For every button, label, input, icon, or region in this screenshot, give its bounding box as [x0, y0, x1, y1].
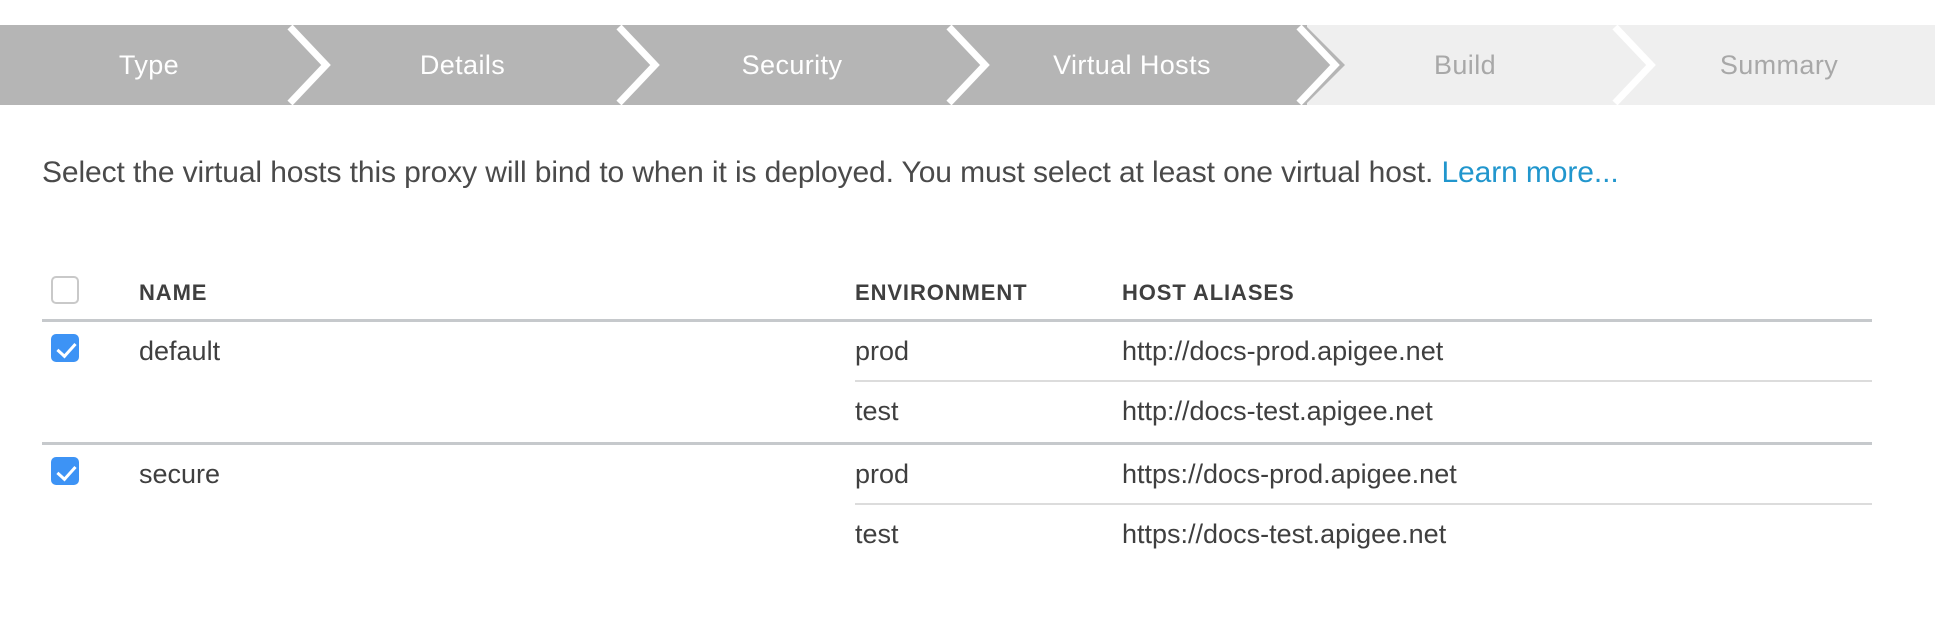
wizard-step-type[interactable]: Type — [0, 25, 331, 105]
table-header-divider — [42, 319, 1872, 322]
row-checkbox[interactable] — [51, 334, 79, 362]
cell-environment: test — [855, 519, 899, 549]
wizard-step-label: Summary — [1719, 49, 1839, 80]
cell-name: secure — [139, 459, 221, 489]
sub-row-divider — [855, 380, 1872, 382]
virtual-host-group: default prod http://docs-prod.apigee.net… — [42, 322, 1872, 442]
learn-more-link[interactable]: Learn more... — [1441, 156, 1619, 189]
virtual-host-group: secure prod https://docs-prod.apigee.net… — [42, 445, 1872, 565]
column-header-name: NAME — [139, 280, 208, 305]
column-header-host-aliases: HOST ALIASES — [1122, 280, 1295, 305]
cell-host-alias: http://docs-prod.apigee.net — [1122, 336, 1444, 366]
sub-row-divider — [855, 503, 1872, 505]
table-row[interactable]: test http://docs-test.apigee.net — [42, 382, 1872, 442]
wizard-step-label: Virtual Hosts — [1053, 49, 1211, 80]
cell-environment: prod — [855, 336, 910, 366]
row-checkbox[interactable] — [51, 457, 79, 485]
cell-host-alias: https://docs-prod.apigee.net — [1122, 459, 1457, 489]
cell-environment: test — [855, 396, 899, 426]
cell-host-alias: http://docs-test.apigee.net — [1122, 396, 1433, 426]
table-row[interactable]: default prod http://docs-prod.apigee.net — [42, 322, 1872, 382]
page-description: Select the virtual hosts this proxy will… — [42, 156, 1619, 190]
wizard-step-build[interactable]: Build — [1307, 25, 1656, 105]
description-text: Select the virtual hosts this proxy will… — [42, 156, 1442, 189]
table-header-row: NAME ENVIRONMENT HOST ALIASES — [42, 266, 1872, 319]
virtual-hosts-table: NAME ENVIRONMENT HOST ALIASES default pr… — [42, 266, 1872, 565]
wizard-step-virtual-hosts[interactable]: Virtual Hosts — [957, 25, 1345, 105]
wizard-step-details[interactable]: Details — [298, 25, 660, 105]
wizard-step-label: Build — [1433, 49, 1497, 80]
wizard-step-summary[interactable]: Summary — [1623, 25, 1935, 105]
table-row[interactable]: secure prod https://docs-prod.apigee.net — [42, 445, 1872, 505]
column-header-environment: ENVIRONMENT — [855, 280, 1028, 305]
cell-environment: prod — [855, 459, 910, 489]
table-group-divider — [42, 442, 1872, 445]
wizard-step-label: Type — [118, 49, 180, 80]
wizard-step-label: Details — [419, 49, 506, 80]
cell-name: default — [139, 336, 221, 366]
cell-host-alias: https://docs-test.apigee.net — [1122, 519, 1447, 549]
select-all-checkbox[interactable] — [51, 276, 79, 304]
table-row[interactable]: test https://docs-test.apigee.net — [42, 505, 1872, 565]
wizard-step-bar: Type Details Security Virtual Hosts Buil… — [0, 25, 1935, 105]
wizard-step-label: Security — [741, 49, 843, 80]
wizard-step-security[interactable]: Security — [627, 25, 990, 105]
